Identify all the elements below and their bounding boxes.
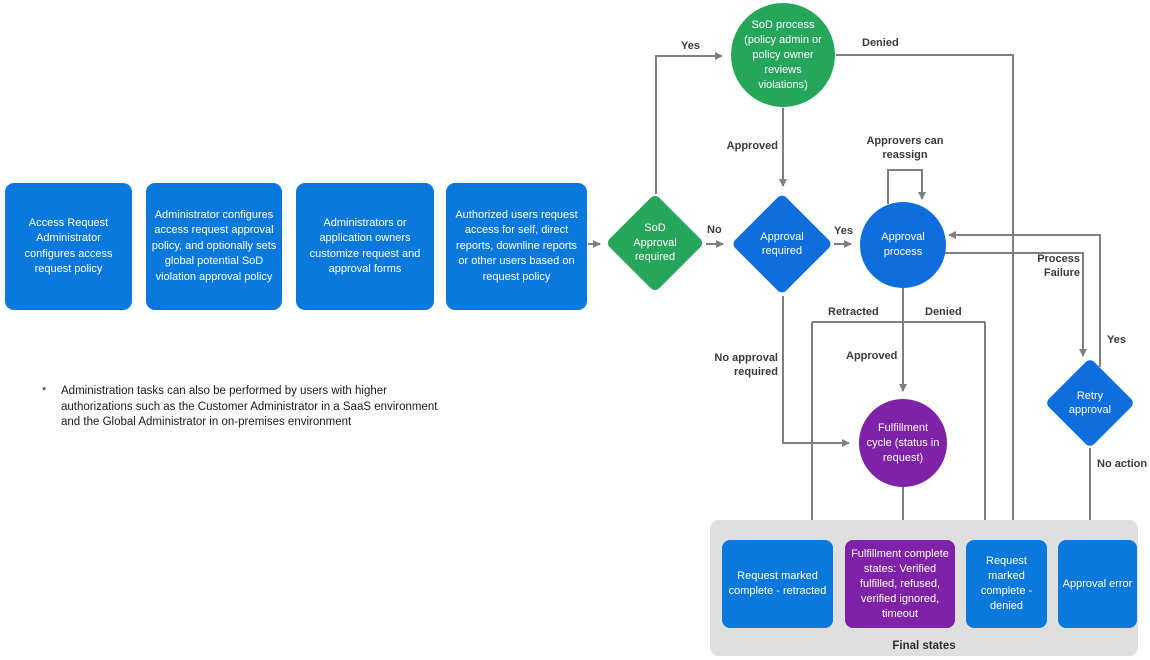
process-label: SoD process (policy admin or policy owne… xyxy=(744,18,822,91)
final-box-retracted: Request marked complete - retracted xyxy=(722,540,833,628)
final-box-denied: Request marked complete - denied xyxy=(966,540,1047,628)
footnote: * Administration tasks can also be perfo… xyxy=(42,384,447,431)
box-label: Authorized users request access for self… xyxy=(455,208,578,283)
edge-approvers-reassign-loop xyxy=(887,169,926,204)
edge-label-retracted: Retracted xyxy=(828,306,879,318)
footnote-text: Administration tasks can also be perform… xyxy=(61,385,438,428)
final-box-approval-error: Approval error xyxy=(1058,540,1137,628)
process-label: Approval process xyxy=(881,231,925,258)
box-configure-approval-policy: Administrator configures access request … xyxy=(146,183,282,310)
box-label: Administrators or application owners cus… xyxy=(309,216,421,276)
final-states-container: Request marked complete - retracted Fulf… xyxy=(710,520,1138,656)
edge-label-yes-retry: Yes xyxy=(1107,334,1126,346)
final-box-label: Fulfillment complete states: Verified fu… xyxy=(851,547,949,620)
edge-label-approved-fulfillment: Approved xyxy=(846,350,898,362)
edge-label-yes-sod: Yes xyxy=(681,40,700,52)
edge-label-denied-sod: Denied xyxy=(862,37,899,49)
final-box-label: Request marked complete - retracted xyxy=(728,570,827,597)
final-states-title: Final states xyxy=(892,640,956,652)
edge-sod-yes xyxy=(655,52,723,194)
box-authorized-users-request: Authorized users request access for self… xyxy=(446,183,587,310)
edge-label-denied-approval: Denied xyxy=(925,306,962,318)
box-label: Access Request Administrator configures … xyxy=(24,216,113,276)
final-box-label: Approval error xyxy=(1062,577,1133,590)
edge-label-approvers-reassign: Approvers can reassign xyxy=(866,135,944,161)
edge-label-no-approval-required: No approval required xyxy=(714,352,778,378)
edge-no-approval-required xyxy=(782,296,850,447)
final-box-fulfillment-complete: Fulfillment complete states: Verified fu… xyxy=(845,540,955,628)
final-box-label: Request marked complete - denied xyxy=(980,555,1033,612)
box-label: Administrator configures access request … xyxy=(151,208,277,283)
decision-retry-approval: Retry approval xyxy=(1044,357,1136,449)
box-customize-forms: Administrators or application owners cus… xyxy=(296,183,434,310)
edge-label-approved-sod: Approved xyxy=(726,140,778,152)
edge-label-no-sod: No xyxy=(707,224,722,236)
process-fulfillment-cycle: Fulfillment cycle (status in request) xyxy=(859,399,947,487)
decision-sod-approval-required: SoD Approval required xyxy=(605,193,705,293)
process-sod-review: SoD process (policy admin or policy owne… xyxy=(731,3,835,107)
edge-label-yes-approval: Yes xyxy=(834,225,853,237)
decision-label: Retry approval xyxy=(1068,389,1112,417)
decision-approval-required: Approval required xyxy=(731,193,833,295)
decision-label: Approval required xyxy=(760,230,804,258)
box-configure-request-policy: Access Request Administrator configures … xyxy=(5,183,132,310)
edge-label-process-failure: Process Failure xyxy=(1037,253,1080,279)
edge-process-failure xyxy=(945,252,1087,357)
edge-sod-denied xyxy=(836,54,1017,532)
edge-retry-yes xyxy=(948,231,1101,367)
footnote-asterisk: * xyxy=(42,385,47,397)
process-label: Fulfillment cycle (status in request) xyxy=(866,421,940,464)
edge-label-no-action: No action xyxy=(1097,458,1148,470)
process-approval: Approval process xyxy=(860,202,946,288)
decision-label: SoD Approval required xyxy=(633,222,677,264)
